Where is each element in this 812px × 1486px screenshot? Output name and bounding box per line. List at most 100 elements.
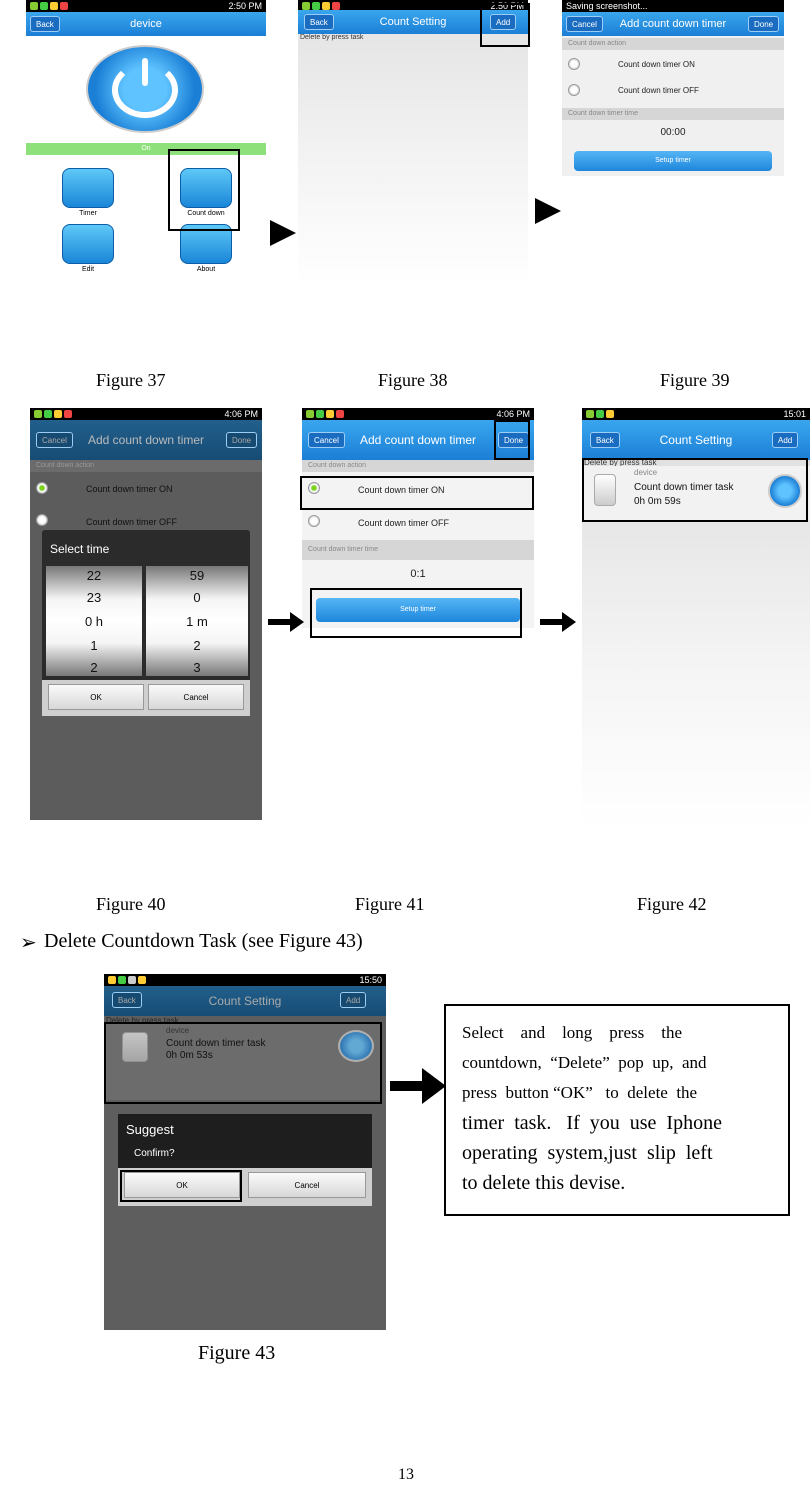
status-bar: 4:06 PM: [302, 408, 534, 420]
page-title: Add count down timer: [619, 18, 727, 30]
done-highlight-box: [494, 420, 530, 460]
cancel-dialog-button[interactable]: Cancel: [148, 684, 244, 710]
status-time: 2:50 PM: [490, 1, 524, 11]
add-button[interactable]: Add: [340, 992, 367, 1008]
dialog-title: Suggest: [126, 1122, 174, 1137]
add-button[interactable]: Add: [490, 14, 517, 30]
status-time: 15:50: [359, 975, 382, 985]
delete-hint: Delete by press task: [300, 34, 364, 41]
title-bar: Count Setting: [582, 420, 810, 460]
caption: Figure 38: [378, 370, 448, 390]
note-line: countdown, “Delete” pop up, and: [462, 1053, 707, 1072]
section-header: Count down timer time: [302, 540, 534, 560]
timer-off-radio[interactable]: [568, 84, 580, 96]
hour-option: 2: [90, 660, 98, 675]
arrow-right-icon: [540, 612, 576, 632]
timer-on-label: Count down timer ON: [358, 485, 445, 495]
hour-wheel[interactable]: 22 23 0 h 1 2: [46, 566, 142, 676]
device-name: device: [634, 468, 658, 477]
hour-option: 23: [86, 590, 102, 605]
timer-on-label: Count down timer ON: [86, 484, 173, 494]
setup-timer-button[interactable]: Setup timer: [574, 151, 772, 171]
power-icon[interactable]: [768, 474, 802, 508]
status-time: 4:06 PM: [224, 409, 258, 419]
status-bar: 2:50 PM: [298, 0, 528, 12]
ok-button[interactable]: OK: [48, 684, 144, 710]
figure-42-screenshot: 15:01 Count Setting Back Add Delete by p…: [582, 408, 810, 828]
section-header: Count down action: [562, 38, 784, 50]
timer-on-radio[interactable]: [308, 482, 320, 494]
countdown-highlight-box: [168, 149, 240, 231]
minute-option-selected: 1 m: [186, 614, 208, 629]
minute-option: 59: [189, 568, 205, 583]
figure-38-screenshot: 2:50 PM Count Setting Back Add Delete by…: [298, 0, 528, 286]
arrow-right-icon: [270, 220, 296, 246]
note-line: operating system,just slip left: [462, 1142, 713, 1164]
add-button[interactable]: Add: [772, 432, 799, 448]
figure-43-screenshot: 15:50 Count Setting Back Add Delete by p…: [104, 974, 386, 1330]
timer-on-radio[interactable]: [568, 58, 580, 70]
edit-tile[interactable]: [62, 224, 114, 264]
countdown-task-row[interactable]: device Count down timer task 0h 0m 53s: [106, 1024, 382, 1100]
section-heading: Delete Countdown Task (see Figure 43): [44, 930, 363, 952]
figure-37-screenshot: 2:50 PM device Back On Timer Count down …: [26, 0, 266, 278]
page-title: device: [130, 18, 162, 30]
page-title: Add count down timer: [359, 433, 477, 447]
done-button[interactable]: Done: [748, 16, 780, 32]
device-name: device: [166, 1026, 190, 1035]
hour-option: 22: [86, 568, 102, 583]
setup-timer-button[interactable]: Setup timer: [316, 598, 520, 622]
timer-tile[interactable]: [62, 168, 114, 208]
status-bar: Saving screenshot...: [562, 0, 784, 12]
status-bar: 2:50 PM: [26, 0, 266, 12]
minute-wheel[interactable]: 59 0 1 m 2 3: [146, 566, 248, 676]
timer-off-radio[interactable]: [36, 514, 48, 526]
back-button[interactable]: Back: [590, 432, 620, 448]
task-name: Count down timer task: [166, 1038, 266, 1049]
power-symbol-bar: [142, 58, 148, 86]
countdown-tile[interactable]: [180, 168, 232, 208]
caption: Figure 42: [637, 894, 707, 914]
power-icon[interactable]: [338, 1030, 374, 1062]
note-line: Select and long press the: [462, 1023, 683, 1042]
figure-41-screenshot: 4:06 PM Add count down timer Cancel Done…: [302, 408, 534, 628]
arrow-right-icon: [390, 1068, 446, 1104]
instruction-note: Select and long press the countdown, “De…: [444, 1004, 790, 1216]
status-bar: 15:01: [582, 408, 810, 420]
back-button[interactable]: Back: [30, 16, 60, 32]
timer-on-radio[interactable]: [36, 482, 48, 494]
delete-hint: Delete by press task: [584, 458, 657, 467]
time-value: 0:1: [410, 568, 426, 580]
countdown-task-row[interactable]: device Count down timer task 0h 0m 59s: [582, 466, 810, 520]
power-symbol-icon: [112, 62, 178, 118]
cancel-dialog-button[interactable]: Cancel: [248, 1172, 366, 1198]
page-title: Add count down timer: [87, 433, 205, 447]
timer-off-radio[interactable]: [308, 515, 320, 527]
task-highlight-box: [104, 1022, 382, 1104]
hour-option-selected: 0 h: [84, 614, 104, 629]
task-remaining: 0h 0m 53s: [166, 1050, 213, 1061]
cancel-button[interactable]: Cancel: [308, 432, 345, 448]
dialog-message: Confirm?: [134, 1148, 175, 1159]
plug-icon: [594, 474, 616, 506]
note-line: to delete this devise.: [462, 1172, 626, 1194]
title-bar: device: [26, 12, 266, 36]
select-time-dialog: Select time 22 23 0 h 1 2 59 0 1 m 2 3 O…: [42, 530, 250, 716]
status-strip-label: On: [141, 145, 151, 152]
minute-option: 0: [193, 590, 201, 605]
status-time: 15:01: [783, 409, 806, 419]
timer-on-highlight-box: [300, 476, 534, 510]
about-tile-label: About: [196, 266, 216, 273]
page-title: Count Setting: [659, 433, 733, 447]
ok-button[interactable]: OK: [124, 1172, 240, 1198]
cancel-button[interactable]: Cancel: [36, 432, 73, 448]
task-name: Count down timer task: [634, 482, 734, 493]
cancel-button[interactable]: Cancel: [566, 16, 603, 32]
done-button[interactable]: Done: [226, 432, 258, 448]
note-line: press button “OK” to delete the: [462, 1083, 698, 1102]
back-button[interactable]: Back: [112, 992, 142, 1008]
minute-option: 3: [193, 660, 201, 675]
status-bar: 4:06 PM: [30, 408, 262, 420]
timer-on-label: Count down timer ON: [618, 60, 695, 69]
back-button[interactable]: Back: [304, 14, 334, 30]
